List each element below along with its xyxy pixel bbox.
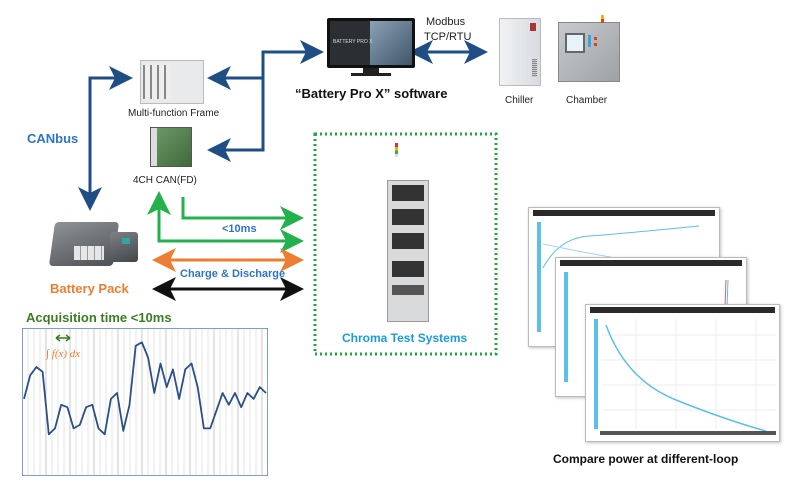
window-3-tabbar xyxy=(590,307,775,313)
chiller-image xyxy=(499,18,541,86)
software-link xyxy=(207,40,324,162)
chiller-label: Chiller xyxy=(505,95,534,106)
battery-pack-label: Battery Pack xyxy=(50,281,129,296)
window-2-tabbar xyxy=(560,260,742,266)
software-window-3 xyxy=(585,304,780,442)
can-card-label: 4CH CAN(FD) xyxy=(133,175,197,186)
acquisition-waveform xyxy=(23,341,267,436)
latency-label: <10ms xyxy=(222,223,257,235)
test-system-box xyxy=(313,132,498,356)
canbus-label: CANbus xyxy=(27,131,79,146)
acquisition-chart xyxy=(22,328,268,476)
software-caption: Compare power at different-loop xyxy=(553,452,739,466)
acquisition-title: Acquisition time <10ms xyxy=(26,310,172,325)
chamber-beacon-icon xyxy=(601,15,604,23)
frame-label: Multi-function Frame xyxy=(128,108,220,119)
chamber-image xyxy=(558,22,620,82)
chamber-label: Chamber xyxy=(566,95,608,106)
modbus-label-line1: Modbus xyxy=(426,16,466,28)
integral-formula: ∫ f(x) dx xyxy=(46,348,81,360)
test-rack-image xyxy=(387,180,429,322)
charge-discharge-label: Charge & Discharge xyxy=(180,268,286,280)
can-card-image xyxy=(150,127,192,167)
can-in-link xyxy=(147,191,304,253)
battery-pack-image xyxy=(48,218,138,270)
window-1-tabbar xyxy=(533,210,715,216)
test-rack-beacon-icon xyxy=(395,143,398,157)
modbus-label-line2: TCP/RTU xyxy=(424,31,472,43)
sample-interval-arrow xyxy=(55,334,71,342)
software-monitor: BATTERY PRO X xyxy=(327,18,415,76)
test-system-label: Chroma Test Systems xyxy=(342,331,468,345)
canbus-link xyxy=(78,66,133,211)
software-label: “Battery Pro X” software xyxy=(295,86,448,101)
software-screen-text: BATTERY PRO X xyxy=(333,39,373,45)
frame-image xyxy=(140,60,204,104)
can-out-link xyxy=(181,197,304,230)
